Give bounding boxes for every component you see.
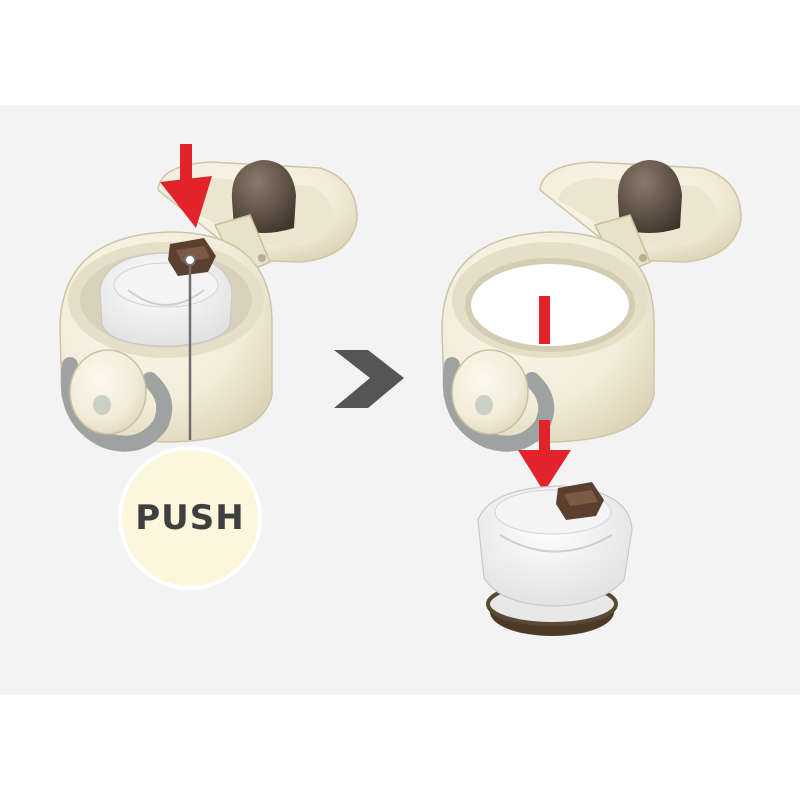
arrow-down-icon [518, 296, 571, 492]
lid-knob-right [617, 160, 682, 233]
lid-disassembled [441, 160, 742, 636]
inner-cap [99, 252, 233, 347]
press-arrow-icon [160, 144, 212, 228]
chevron-right-icon [334, 350, 404, 408]
lid-assembled [59, 144, 358, 590]
latch [69, 349, 147, 435]
lid-knob [231, 160, 296, 233]
push-bubble [118, 446, 262, 590]
push-label: PUSH [135, 498, 245, 538]
flip-lid-right [539, 160, 742, 263]
removed-inner-cap [477, 482, 633, 636]
